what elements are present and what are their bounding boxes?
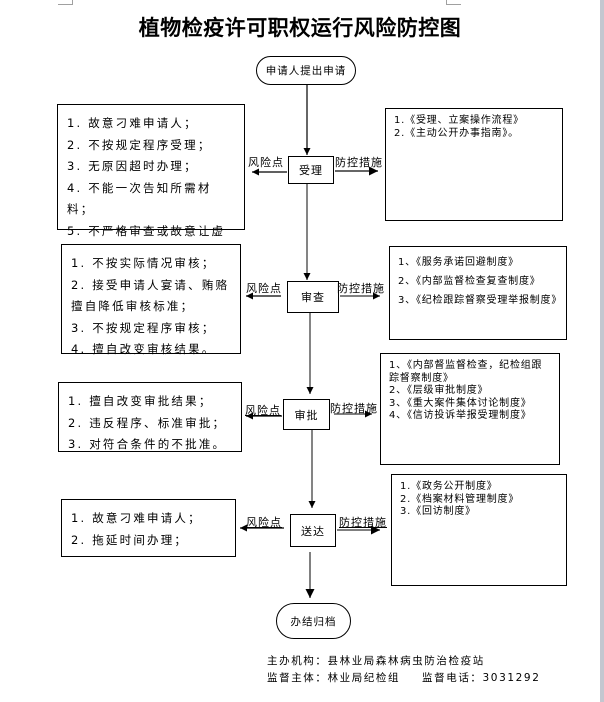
risk-item: 3. 不按规定程序审核； — [71, 320, 216, 335]
measure-label-step2: 防控措施 — [337, 282, 385, 295]
end-node-label: 办结归档 — [290, 615, 337, 628]
risk-item: 4. 擅自改变审核结果。 — [71, 342, 216, 356]
footer-organizer: 主办机构：县林业局森林病虫防治检疫站 — [267, 655, 485, 667]
measure-item: 1、《服务承诺回避制度》 — [398, 257, 519, 268]
step-label-3: 审批 — [294, 408, 319, 422]
risk-box-step4: 1. 故意刁难申请人； 2. 拖延时间办理； — [61, 499, 236, 557]
risk-item: 2. 违反程序、标准审批； — [68, 415, 227, 430]
measure-item: 1.《受理、立案操作流程》 — [394, 115, 524, 126]
step-box-1: 受理 — [288, 156, 334, 184]
footer-supervisor: 监督主体：林业局纪检组 — [267, 672, 401, 684]
step-box-2: 审查 — [287, 281, 339, 313]
risk-item: 1. 擅自改变审批结果； — [68, 394, 213, 408]
risk-label-step1: 风险点 — [248, 156, 284, 169]
risk-item: 1. 故意刁难申请人； — [71, 511, 202, 525]
measure-label-step4: 防控措施 — [339, 516, 387, 529]
measure-item: 3.《回访制度》 — [400, 506, 476, 517]
step-box-3: 审批 — [283, 399, 330, 430]
end-node: 办结归档 — [276, 603, 351, 639]
risk-item: 4. 不能一次告知所需材料； — [67, 180, 212, 217]
risk-box-step1: 1. 故意刁难申请人； 2. 不按规定程序受理； 3. 无原因超时办理； 4. … — [57, 104, 245, 259]
measure-item: 2、《内部监督检查复查制度》 — [398, 276, 541, 287]
step-label-2: 审查 — [301, 291, 325, 304]
risk-item: 1. 不按实际情况审核； — [71, 256, 216, 270]
measure-item: 3、《纪检跟踪督察受理举报制度》 — [398, 295, 563, 306]
risk-item: 1. 故意刁难申请人； — [67, 116, 198, 130]
footer-supervisor-line: 监督主体：林业局纪检组 监督电话：3031292 — [267, 670, 540, 685]
risk-item: 3. 对符合条件的不批准。 — [68, 437, 227, 451]
measure-item: 1、《内部督监督检查，纪检组跟踪督察制度》 — [389, 360, 543, 384]
measure-box-step3: 1、《内部督监督检查，纪检组跟踪督察制度》 2、《层级审批制度》 3、《重大案件… — [380, 353, 560, 465]
page-title: 植物检疫许可职权运行风险防控图 — [138, 16, 462, 40]
risk-label-step3: 风险点 — [245, 404, 281, 417]
measure-item: 2、《层级审批制度》 — [389, 385, 489, 396]
measure-item: 4、《信访投诉举报受理制度》 — [389, 410, 532, 421]
measure-item: 3、《重大案件集体讨论制度》 — [389, 397, 532, 409]
page-corner-mark-left — [58, 0, 73, 5]
risk-label-step2: 风险点 — [246, 282, 282, 295]
page-corner-mark-right — [446, 0, 461, 5]
step-label-1: 受理 — [299, 164, 323, 177]
start-node-label: 申请人提出申请 — [265, 65, 347, 77]
measure-box-step4: 1.《政务公开制度》 2.《档案材料管理制度》 3.《回访制度》 — [391, 474, 567, 586]
footer-phone: 监督电话：3031292 — [422, 672, 541, 684]
measure-label-step1: 防控措施 — [335, 156, 383, 169]
measure-item: 1.《政务公开制度》 — [400, 481, 498, 492]
start-node: 申请人提出申请 — [256, 56, 356, 85]
step-label-4: 送达 — [301, 524, 325, 538]
step-box-4: 送达 — [290, 514, 336, 547]
risk-box-step2: 1. 不按实际情况审核； 2. 接受申请人宴请、贿赂擅自降低审核标准； 3. 不… — [61, 244, 241, 356]
risk-item: 3. 无原因超时办理； — [67, 159, 198, 173]
risk-label-step4: 风险点 — [246, 516, 282, 529]
risk-item: 2. 不按规定程序受理； — [67, 137, 212, 152]
measure-item: 2.《主动公开办事指南》。 — [394, 127, 519, 139]
risk-item: 2. 拖延时间办理； — [71, 532, 189, 547]
risk-item: 2. 接受申请人宴请、贿赂擅自降低审核标准； — [71, 277, 230, 314]
measure-box-step1: 1.《受理、立案操作流程》 2.《主动公开办事指南》。 — [385, 108, 563, 221]
risk-box-step3: 1. 擅自改变审批结果； 2. 违反程序、标准审批； 3. 对符合条件的不批准。 — [58, 382, 242, 452]
scrollbar[interactable] — [600, 0, 604, 702]
measure-box-step2: 1、《服务承诺回避制度》 2、《内部监督检查复查制度》 3、《纪检跟踪督察受理举… — [389, 246, 567, 340]
measure-item: 2.《档案材料管理制度》 — [400, 493, 520, 505]
measure-label-step3: 防控措施 — [330, 402, 378, 415]
